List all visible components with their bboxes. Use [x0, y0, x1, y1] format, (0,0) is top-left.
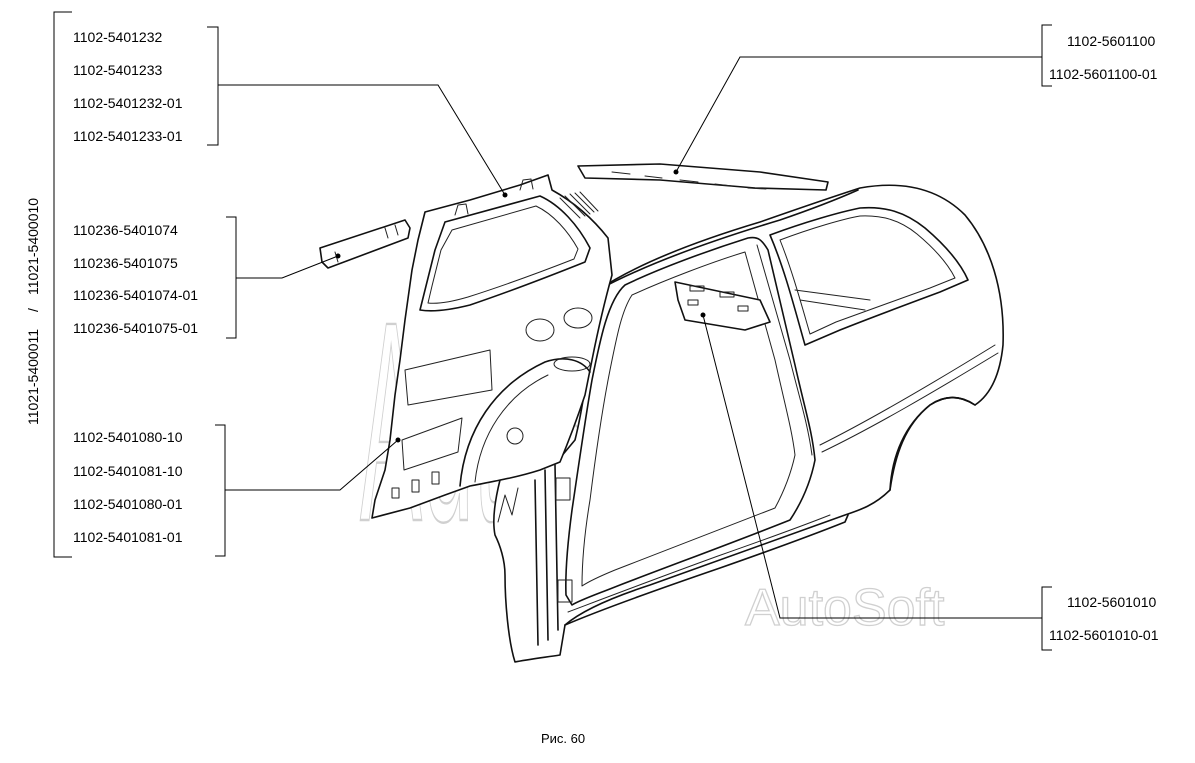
door-opening [565, 236, 816, 606]
bracket-upper-right [1041, 24, 1052, 87]
interior-shelf-line [794, 289, 871, 311]
part-label-ul-4: 1102-5401233-01 [73, 128, 183, 144]
pillar-reinforcement-plate [674, 281, 771, 331]
bracket-lower-left [215, 424, 226, 557]
vent-louvres [559, 191, 599, 219]
bracket-assembly [53, 11, 72, 558]
leader-upper-right [675, 56, 1042, 173]
plate-slot-4 [737, 305, 749, 312]
leader-lower-right-dot [700, 312, 706, 318]
part-label-ll-4: 1102-5401081-01 [73, 529, 183, 545]
part-label-ll-3: 1102-5401080-01 [73, 496, 183, 512]
rear-quarter-window [769, 206, 969, 346]
cutout-rect-upper [404, 349, 493, 406]
part-label-ll-2: 1102-5401081-10 [73, 463, 183, 479]
part-label-ml-3: 110236-5401074-01 [73, 287, 198, 303]
b-pillar-line [756, 244, 813, 456]
bracket-upper-left [207, 26, 219, 146]
cutout-oval-2 [563, 307, 593, 329]
hinge-letter [497, 487, 519, 523]
leader-lower-left-dot [395, 437, 401, 443]
rear-quarter-window-inner [779, 215, 956, 335]
part-label-lr-1: 1102-5601010 [1067, 594, 1156, 610]
inner-panel-window [419, 195, 591, 312]
hinge-bracket-lower [557, 579, 573, 603]
part-label-ml-2: 110236-5401075 [73, 255, 178, 271]
cutout-rect-lower [401, 417, 463, 471]
bracket-middle-left [226, 216, 237, 339]
rear-wheel-arch [889, 396, 976, 491]
leader-upper-left [218, 84, 506, 196]
hole-1 [391, 487, 400, 499]
watermark-small: AutoSoft [745, 579, 945, 637]
wheelhouse-hole [506, 427, 524, 445]
body-character-line-2 [821, 352, 999, 453]
assembly-label: 11021-5400011 / 11021-5400010 [25, 198, 41, 425]
assembly-label-2: 11021-5400010 [25, 198, 41, 295]
inner-quarter-panel [371, 174, 613, 519]
part-label-ur-1: 1102-5601100 [1067, 33, 1155, 49]
roof-rail-strip-shape [577, 163, 829, 191]
wheelhouse-top-hole [553, 356, 591, 372]
body-character-line [819, 344, 996, 446]
part-label-ul-3: 1102-5401232-01 [73, 95, 183, 111]
roof-rail-strip-slots [611, 171, 767, 190]
cutout-oval-1 [525, 318, 555, 342]
roof-rail-strip [577, 163, 829, 191]
part-label-ll-1: 1102-5401080-10 [73, 429, 183, 445]
leader-lower-left [225, 439, 399, 491]
leader-upper-left-dot [502, 192, 508, 198]
small-bracket-shape [319, 219, 411, 269]
figure-caption: Рис. 60 [541, 731, 585, 746]
outer-side-panel [493, 184, 1004, 663]
leader-middle-left-dot [335, 253, 341, 259]
hinge-bracket-upper [555, 477, 571, 501]
part-label-ul-2: 1102-5401233 [73, 62, 162, 78]
plate-slot-3 [687, 299, 699, 306]
plate-slot-1 [689, 285, 705, 292]
hole-2 [411, 479, 420, 493]
part-label-ur-2: 1102-5601100-01 [1049, 66, 1158, 82]
part-label-lr-2: 1102-5601010-01 [1049, 627, 1159, 643]
part-label-ul-1: 1102-5401232 [73, 29, 162, 45]
plate-slot-2 [719, 291, 735, 298]
part-label-ml-4: 110236-5401075-01 [73, 320, 198, 336]
leader-lower-right [702, 314, 1042, 619]
top-tab-1 [454, 203, 469, 216]
inner-panel-window-inner [427, 205, 579, 304]
assembly-label-1: 11021-5400011 [25, 329, 41, 425]
roof-rail-edge [597, 189, 859, 291]
top-tab-2 [519, 178, 534, 191]
side-sill-inner [567, 514, 831, 613]
wheelhouse-arch [459, 358, 591, 487]
part-label-ml-1: 110236-5401074 [73, 222, 178, 238]
small-bracket [319, 219, 411, 269]
wheelhouse-arch-inner [474, 374, 549, 483]
leader-middle-left [236, 255, 339, 279]
car-side-body [493, 184, 1004, 663]
leader-upper-right-dot [673, 169, 679, 175]
hole-3 [431, 471, 440, 485]
bracket-lower-right [1041, 586, 1052, 651]
side-sill [564, 514, 849, 626]
assembly-label-sep: / [25, 308, 41, 312]
door-opening-inner [581, 251, 796, 587]
